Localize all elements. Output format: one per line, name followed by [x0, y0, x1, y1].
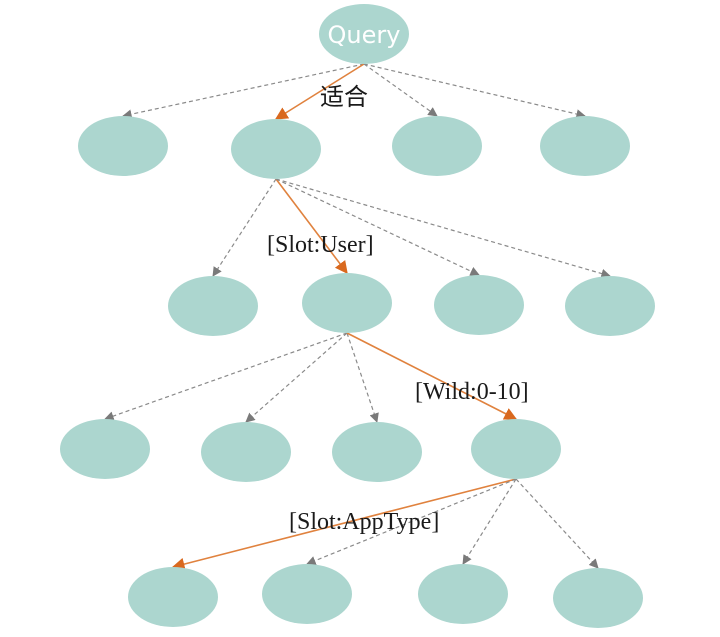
edge-l2n2-to-l3n2 [245, 332, 348, 423]
edge-l1n2-to-l2n1 [212, 178, 277, 277]
tree-node-l3n1 [60, 419, 150, 479]
edge-query-to-l1n1 [122, 63, 365, 119]
tree-node-l2n1 [168, 276, 258, 336]
nodes-layer [60, 4, 655, 628]
tree-node-l4n2 [262, 564, 352, 624]
edge-l3n4-to-l4n3 [462, 478, 517, 565]
edge-l2n2-to-l3n1 [104, 332, 348, 421]
tree-node-l2n3 [434, 275, 524, 335]
edge-label-slot-user: [Slot:User] [267, 232, 374, 258]
edge-label-slot-apptype: [Slot:AppType] [289, 509, 439, 535]
active-edge-l1n2-to-l2n2 [275, 178, 348, 275]
edge-l3n4-to-l4n2 [306, 478, 517, 566]
edge-l2n2-to-l3n3 [346, 332, 379, 423]
tree-node-l2n4 [565, 276, 655, 336]
active-edge-query-to-l1n2 [274, 63, 365, 120]
edge-query-to-l1n4 [363, 63, 586, 119]
tree-node-l1n4 [540, 116, 630, 176]
tree-node-l2n2 [302, 273, 392, 333]
tree-node-l4n4 [553, 568, 643, 628]
tree-node-l3n2 [201, 422, 291, 482]
edge-label-fit: 适合 [320, 83, 368, 111]
active-edge-l3n4-to-l4n1 [171, 478, 517, 571]
edges-layer [104, 63, 611, 571]
edge-l1n2-to-l2n3 [275, 178, 480, 276]
tree-node-l3n3 [332, 422, 422, 482]
tree-node-l1n3 [392, 116, 482, 176]
edge-query-to-l1n3 [363, 63, 438, 117]
tree-node-l4n3 [418, 564, 508, 624]
edge-l1n2-to-l2n4 [275, 178, 611, 279]
active-edge-l2n2-to-l3n4 [346, 332, 518, 420]
edge-label-wild: [Wild:0-10] [415, 379, 529, 405]
tree-node-l4n1 [128, 567, 218, 627]
root-node-label: Query [328, 21, 401, 49]
tree-node-l1n1 [78, 116, 168, 176]
tree-node-l3n4 [471, 419, 561, 479]
root-node-query [319, 4, 409, 64]
edge-l3n4-to-l4n4 [515, 478, 599, 569]
tree-node-l1n2 [231, 119, 321, 179]
